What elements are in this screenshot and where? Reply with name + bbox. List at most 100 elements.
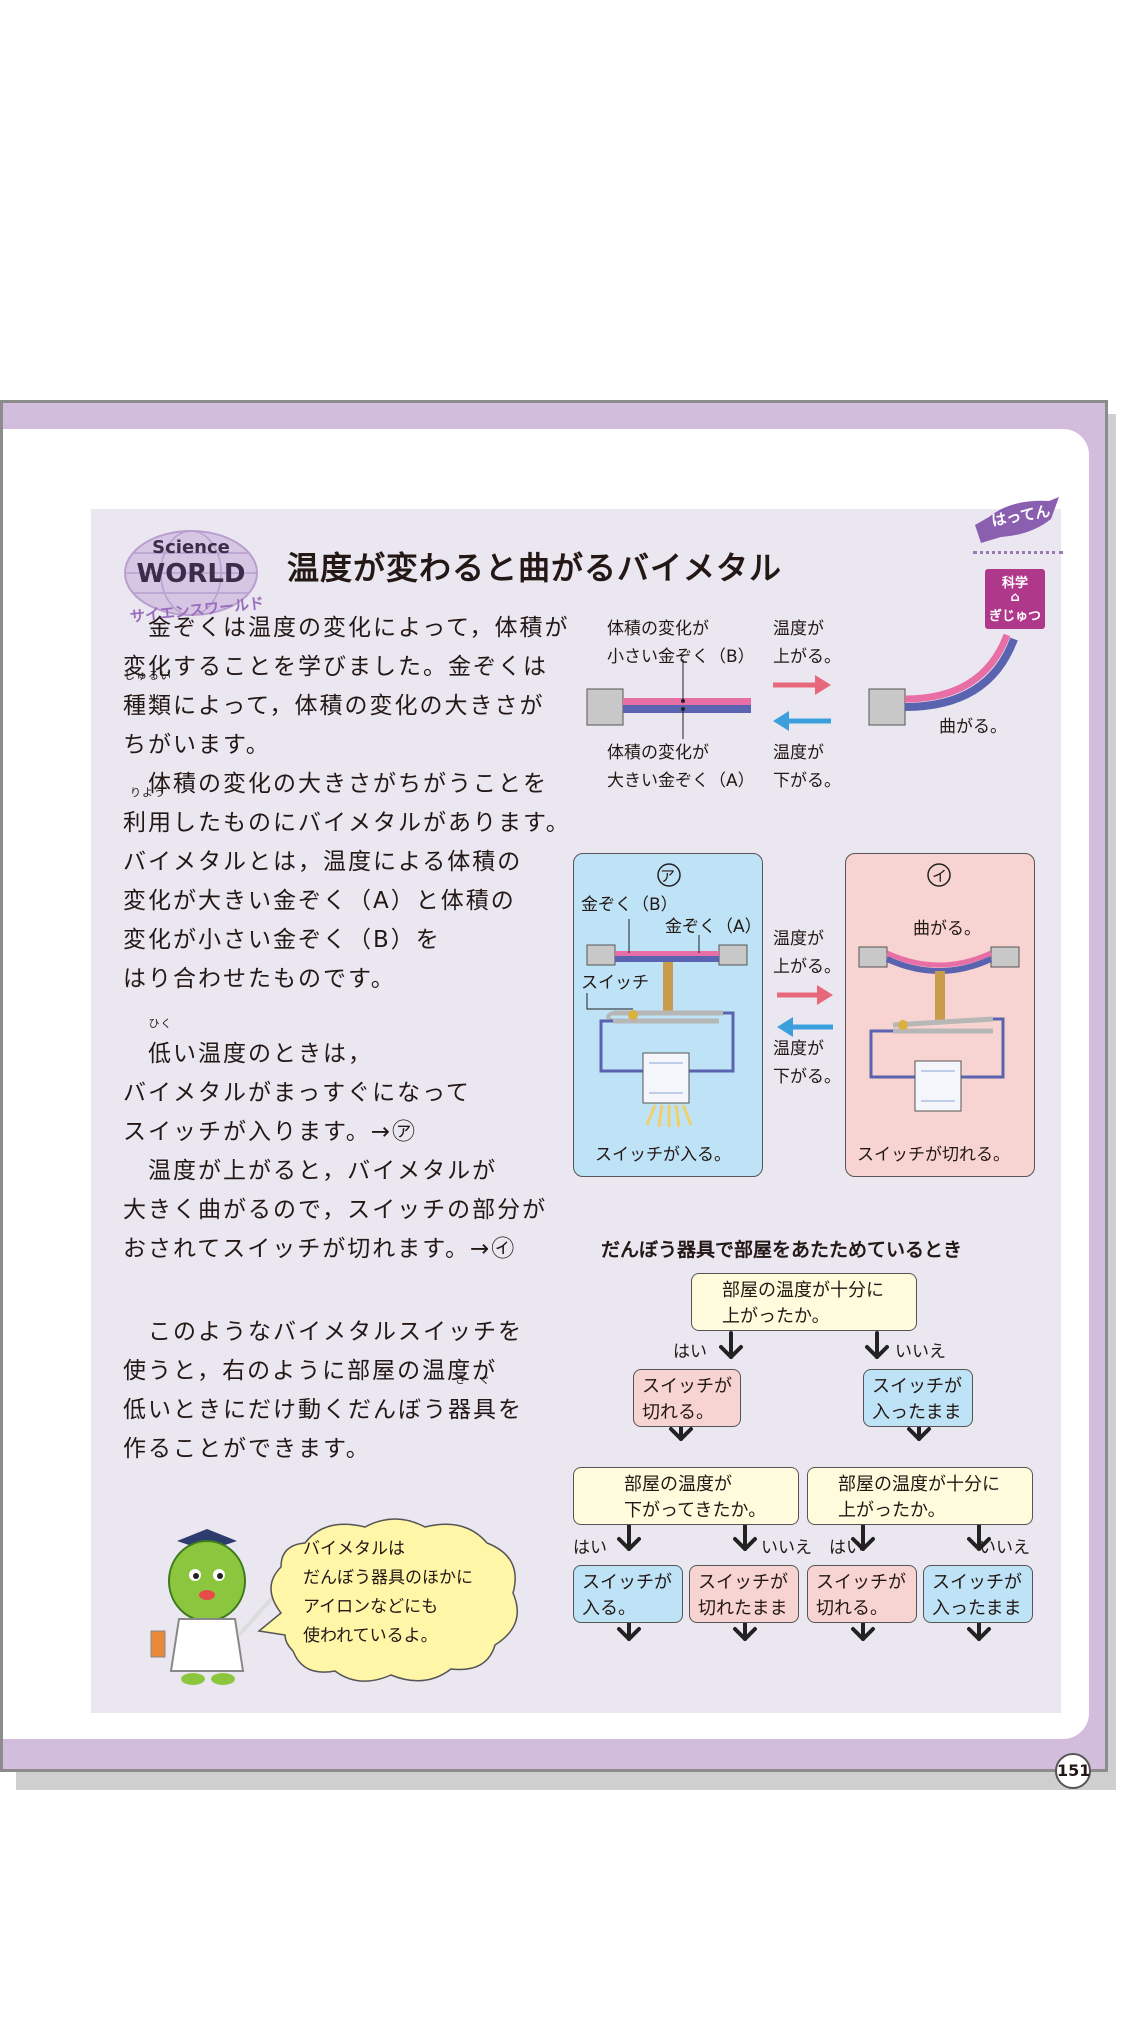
temp-down-label-1: 温度が 下がる。: [773, 739, 841, 795]
bubble-line3: アイロンなどにも: [303, 1597, 439, 1617]
bimetal-diagram: [583, 619, 1023, 789]
flow-question-1: 部屋の温度が十分に 上がったか。: [691, 1273, 917, 1331]
p2-line1: 体積の変化の大きさがちがうことを: [148, 771, 548, 797]
p1-line3: によって，体積の変化の大きさが: [173, 693, 545, 719]
yes-label-1: はい: [673, 1342, 707, 1362]
temp-up2-line1: 温度が: [773, 929, 824, 949]
q1-line2: 上がったか。: [722, 1306, 830, 1327]
on-line2: 入る。: [582, 1598, 636, 1619]
temp-up-label-1: 温度が 上がる。: [773, 615, 841, 671]
ruby-hiku: 低ひく: [148, 1017, 173, 1074]
p4-ruby: き ぐ: [455, 1373, 491, 1386]
p3-line6: おされてスイッチが切れます。→㋑: [123, 1236, 517, 1262]
p1-line2: 変化することを学びました。金ぞくは: [123, 654, 548, 680]
temp-down-label-2: 温度が 下がる。: [773, 1035, 841, 1091]
switch-label: スイッチ: [581, 973, 649, 993]
metal-a-label: 金ぞく（A）: [665, 917, 762, 937]
panel-a-mark: ア: [660, 867, 676, 885]
science-tech-badge: 科学 ⌂ ぎじゅつ: [985, 569, 1045, 629]
q1-line1: 部屋の温度が十分に: [722, 1280, 884, 1301]
p1-word: 種類: [123, 693, 173, 719]
p3-line3: スイッチが入ります。→㋐: [123, 1119, 417, 1145]
page-number: 151: [1055, 1753, 1091, 1789]
robot-icon: ⌂: [1010, 590, 1020, 605]
large-metal-line1: 体積の変化が: [607, 743, 709, 763]
large-metal-label: 体積の変化が 大きい金ぞく（A）: [607, 739, 755, 795]
p3-word: 低: [148, 1041, 173, 1067]
stilloff-line1: スイッチが: [698, 1572, 788, 1593]
temp-down1-line2: 下がる。: [773, 771, 841, 791]
ruby-riyou: 利用りよう: [123, 786, 173, 843]
off2-line1: スイッチが: [816, 1572, 906, 1593]
page-frame: Science WORLD サイエンスワールド 温度が変わると曲がるバイメタル …: [0, 400, 1108, 1789]
flow-still-on-1: スイッチが 入ったまま: [863, 1369, 973, 1427]
off1-line1: スイッチが: [642, 1376, 732, 1397]
hatten-badge: はってん: [971, 495, 1063, 551]
temp-down1-line1: 温度が: [773, 743, 824, 763]
yes-label-2: はい: [573, 1538, 607, 1558]
panel-i-caption: スイッチが切れる。: [857, 1145, 1010, 1165]
p3-line5: 大きく曲がるので，スイッチの部分が: [123, 1197, 548, 1223]
p4-line3a: 低いときにだけ動くだんぼう: [123, 1397, 448, 1423]
temp-up-label-2: 温度が 上がる。: [773, 925, 841, 981]
paragraph-4: このようなバイメタルスイッチを 使うと，右のように部屋の温度が 低いときにだけ動…: [123, 1313, 593, 1469]
science-tech-line1: 科学: [1001, 576, 1028, 591]
stillon1-line2: 入ったまま: [872, 1402, 962, 1423]
science-tech-line2: ぎじゅつ: [988, 609, 1041, 624]
temp-up1-line2: 上がる。: [773, 647, 841, 667]
p1-line4: ちがいます。: [123, 732, 271, 758]
panel-i-mark: イ: [932, 867, 948, 885]
on-line1: スイッチが: [582, 1572, 672, 1593]
flowchart-title: だんぼう器具で部屋をあたためているとき: [601, 1239, 963, 1261]
speech-bubble: [257, 1518, 518, 1682]
page-sheet: Science WORLD サイエンスワールド 温度が変わると曲がるバイメタル …: [3, 429, 1091, 1789]
small-metal-line2: 小さい金ぞく（B）: [607, 647, 755, 667]
p2-line5: 変化が小さい金ぞく（B）を: [123, 927, 441, 953]
flow-question-3: 部屋の温度が十分に 上がったか。: [807, 1467, 1033, 1525]
flow-still-off: スイッチが 切れたまま: [689, 1565, 799, 1623]
logo-science: Science: [152, 537, 230, 558]
bubble-line1: バイメタルは: [303, 1539, 405, 1559]
p4-line1: このようなバイメタルスイッチを: [148, 1319, 523, 1345]
metal-b-label: 金ぞく（B）: [581, 895, 678, 915]
bubble-line2: だんぼう器具のほかに: [303, 1568, 473, 1588]
small-metal-line1: 体積の変化が: [607, 619, 709, 639]
p1-line1: 金ぞくは温度の変化によって，体積が: [148, 615, 570, 641]
p4-line2: 使うと，右のように部屋の温度が: [123, 1358, 498, 1384]
science-world-logo: Science WORLD サイエンスワールド: [123, 525, 265, 635]
bent-label: 曲がる。: [939, 717, 1007, 737]
p4-word: 器具: [448, 1397, 498, 1423]
no-label-3: いいえ: [979, 1538, 1030, 1558]
panel-i-bent: 曲がる。: [913, 919, 981, 939]
paragraph-1: 金ぞくは温度の変化によって，体積が 変化することを学びました。金ぞくは 種類 しゅ…: [123, 609, 593, 999]
logo-world: WORLD: [136, 559, 246, 589]
stillon1-line1: スイッチが: [872, 1376, 962, 1397]
temp-down2-line1: 温度が: [773, 1039, 824, 1059]
bubble-line4: 使われているよ。: [303, 1626, 438, 1646]
no-label-1: いいえ: [895, 1342, 946, 1362]
p2-word: 利用: [123, 810, 173, 836]
p2-ruby: りよう: [130, 786, 166, 799]
temp-down2-line2: 下がる。: [773, 1067, 841, 1087]
mascot-character: [150, 1529, 275, 1685]
flow-switch-off-2: スイッチが 切れる。: [807, 1565, 917, 1623]
paragraph-3: 低ひくい温度のときは， バイメタルがまっすぐになって スイッチが入ります。→㋐ …: [123, 1017, 593, 1269]
off2-line2: 切れる。: [816, 1598, 888, 1619]
p3-line4: 温度が上がると，バイメタルが: [148, 1158, 498, 1184]
no-label-2: いいえ: [761, 1538, 812, 1558]
p2-line4: 変化が大きい金ぞく（A）と体積の: [123, 888, 516, 914]
p4-line3b: を: [498, 1397, 523, 1423]
bubble-text: バイメタルは だんぼう器具のほかに アイロンなどにも 使われているよ。: [303, 1535, 473, 1651]
large-metal-line2: 大きい金ぞく（A）: [607, 771, 755, 791]
q3-line2: 上がったか。: [838, 1500, 946, 1521]
p2-line2: したものにバイメタルがあります。: [173, 810, 571, 836]
circuit-diagrams: [586, 863, 1020, 1128]
stillon2-line2: 入ったまま: [932, 1598, 1022, 1619]
ruby-kigu: 器具き ぐ: [448, 1373, 498, 1430]
q3-line1: 部屋の温度が十分に: [838, 1474, 1000, 1495]
small-metal-label: 体積の変化が 小さい金ぞく（B）: [607, 615, 755, 671]
p1-ruby: しゅるい: [124, 669, 172, 682]
q2-line2: 下がってきたか。: [624, 1500, 767, 1521]
p3-ruby: ひく: [148, 1017, 173, 1030]
p3-line1: い温度のときは，: [173, 1041, 373, 1067]
